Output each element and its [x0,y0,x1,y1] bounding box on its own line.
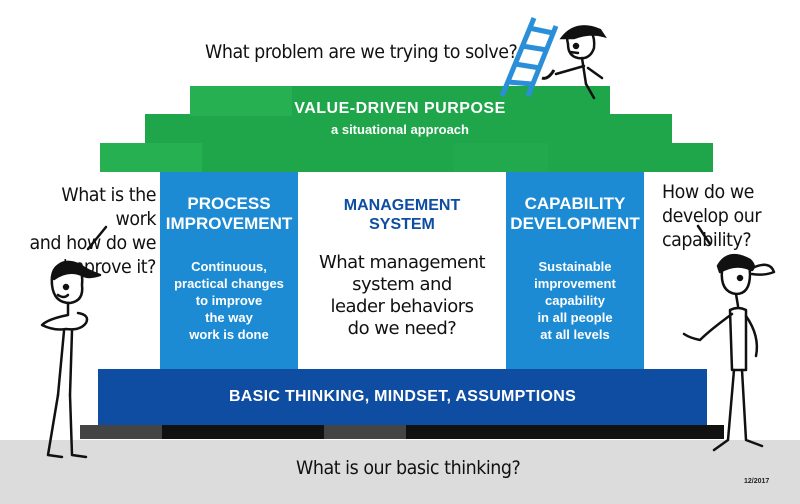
foundation-stripe [162,425,324,439]
date-stamp: 12/2017 [744,478,770,485]
bottom-question: What is our basic thinking? [296,457,521,479]
roof-tier-middle [145,114,672,146]
top-question: What problem are we trying to solve? [205,41,518,63]
roof-title: VALUE-DRIVEN PURPOSE [294,100,506,117]
worker-thinking-figure [40,225,108,459]
roof-subtitle: a situational approach [331,122,469,137]
roof-brick [100,143,202,172]
roof-brick [190,86,292,116]
foundation-stripe [406,425,724,439]
foundation-stripe [324,425,406,439]
worker-on-ladder-figure [499,17,607,100]
foundation-stripe [80,425,162,439]
roof-brick [454,143,548,172]
roof-tier-bottom [100,143,713,172]
ground [0,440,800,504]
foundation-bar: BASIC THINKING, MINDSET, ASSUMPTIONS [98,369,707,425]
worker-pointing-figure [682,224,776,452]
